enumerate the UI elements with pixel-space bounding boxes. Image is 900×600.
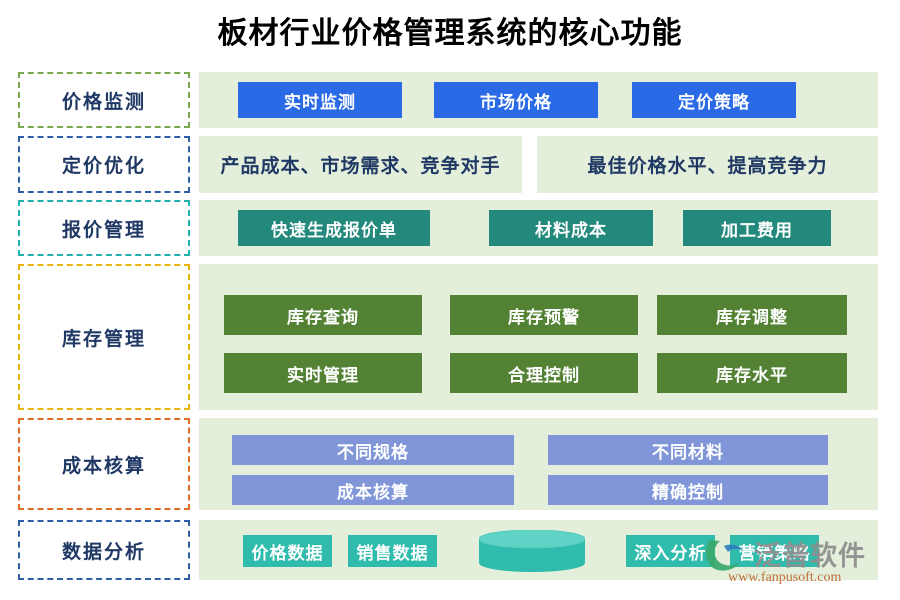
feature-chip-reasonable-control[interactable]: 合理控制 [450,353,638,393]
feature-chip-different-materials[interactable]: 不同材料 [548,435,828,465]
feature-chip-marketing-strategy[interactable]: 营销策略 [730,535,819,567]
page-title: 板材行业价格管理系统的核心功能 [217,17,683,50]
feature-chip-realtime-management[interactable]: 实时管理 [224,353,422,393]
section-label-inventory-management: 库存管理 [18,264,190,410]
feature-chip-inventory-level[interactable]: 库存水平 [657,353,847,393]
section-label-quotation-management: 报价管理 [18,200,190,256]
feature-chip-material-cost[interactable]: 材料成本 [489,210,653,246]
section-label-price-monitoring: 价格监测 [18,72,190,128]
section-label-data-analysis: 数据分析 [18,520,190,580]
section-label-cost-accounting: 成本核算 [18,418,190,510]
section-label-text: 定价优化 [61,156,146,177]
feature-chip-cost-accounting[interactable]: 成本核算 [232,475,514,505]
feature-chip-fast-quote-generation[interactable]: 快速生成报价单 [238,210,430,246]
feature-text-optimal-price-competitiveness[interactable]: 最佳价格水平、提高竞争力 [587,156,828,177]
feature-text-cost-demand-competitors[interactable]: 产品成本、市场需求、竞争对手 [220,156,501,177]
feature-chip-pricing-strategy[interactable]: 定价策略 [632,82,796,118]
section-panel-pricing-optimization-left [199,136,522,193]
feature-chip-sales-data[interactable]: 销售数据 [348,535,437,567]
feature-chip-realtime-monitoring[interactable]: 实时监测 [238,82,402,118]
feature-chip-inventory-alert[interactable]: 库存预警 [450,295,638,335]
section-panel-pricing-optimization-right [537,136,878,193]
section-label-text: 价格监测 [61,91,146,113]
section-label-text: 报价管理 [61,219,146,241]
feature-chip-different-specs[interactable]: 不同规格 [232,435,514,465]
feature-chip-processing-fee[interactable]: 加工费用 [683,210,831,246]
section-label-pricing-optimization: 定价优化 [18,136,190,193]
feature-chip-inventory-query[interactable]: 库存查询 [224,295,422,335]
section-label-text: 成本核算 [61,455,146,477]
feature-chip-market-price[interactable]: 市场价格 [434,82,598,118]
feature-chip-deep-analysis[interactable]: 深入分析 [626,535,715,567]
feature-chip-inventory-adjustment[interactable]: 库存调整 [657,295,847,335]
feature-chip-precise-control[interactable]: 精确控制 [548,475,828,505]
database-cylinder-icon [478,529,586,572]
section-label-text: 库存管理 [61,328,146,350]
feature-chip-price-data[interactable]: 价格数据 [243,535,332,567]
section-label-text: 数据分析 [61,541,146,563]
